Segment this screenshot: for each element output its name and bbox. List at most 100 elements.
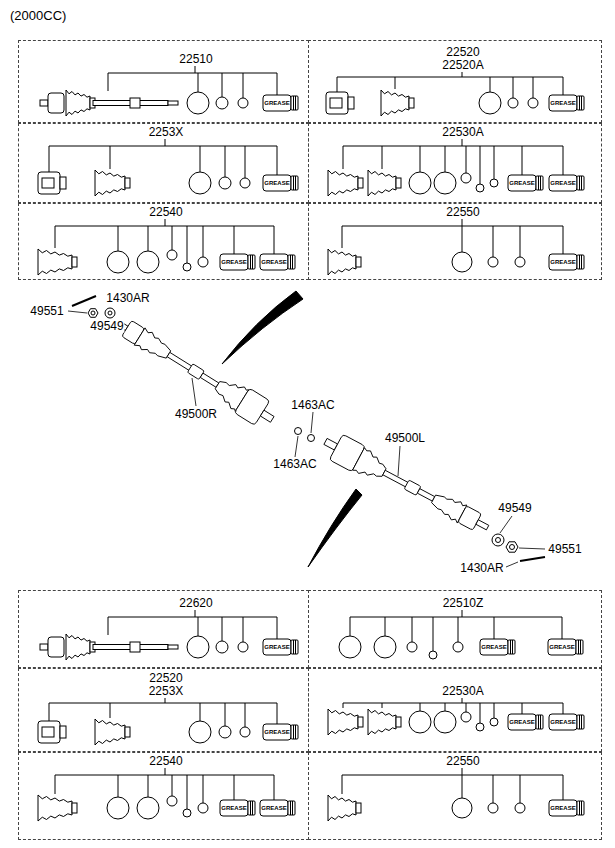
bracket-line [493, 226, 494, 257]
bracket-line [433, 617, 434, 651]
bracket-line [382, 703, 383, 708]
grease-label: GREASE [264, 180, 289, 187]
grease-tube [295, 176, 296, 190]
leader-lines [519, 548, 545, 549]
bracket-line [108, 617, 109, 635]
bracket-line [243, 73, 244, 98]
grease-tube [536, 715, 543, 729]
boot-part [328, 795, 356, 821]
bracket-line [148, 775, 149, 797]
kit-number: 22520 [446, 46, 479, 59]
ring-part [490, 179, 498, 187]
ring-part [216, 641, 228, 653]
bracket-line [108, 73, 277, 74]
kit-number: 22530A [442, 126, 483, 139]
boot-part [328, 249, 356, 275]
bracket-line [382, 146, 383, 169]
boot-part [396, 717, 401, 727]
bracket-line [490, 77, 491, 92]
boot-part [328, 709, 358, 735]
kit-panel: 22620 [18, 590, 309, 668]
bracket-line [462, 139, 463, 146]
joint-part [38, 721, 60, 743]
bracket-line [522, 703, 523, 714]
bracket-line [462, 698, 463, 703]
bracket-line [277, 146, 278, 175]
grease-tube [579, 255, 580, 269]
grease-tube [263, 724, 291, 740]
kit-panel: 22540 [18, 752, 309, 840]
shaft-part [168, 645, 178, 649]
bracket-line [172, 775, 173, 796]
boot-part [368, 170, 396, 196]
grease-tube [291, 640, 298, 654]
kit-number: 22550 [446, 755, 479, 768]
grease-tube [549, 254, 577, 270]
callout-number: 1430AR [105, 292, 150, 305]
kit-panel: 22510 [18, 40, 309, 123]
ring-part [476, 184, 484, 192]
ring-part [429, 651, 437, 659]
diagram-title: (2000CC) [10, 8, 66, 23]
shaft-part [130, 642, 140, 652]
kit-number: 22520 [149, 672, 182, 685]
bracket-line [165, 219, 166, 226]
grease-tube [548, 639, 576, 655]
bracket-line [55, 226, 56, 248]
bracket-line [187, 226, 188, 263]
hub-fasteners [308, 435, 315, 442]
grease-tube [293, 96, 294, 110]
callout-number: 49500R [174, 408, 218, 421]
grease-tube [549, 95, 577, 111]
grease-tube [579, 96, 580, 110]
boot-part [368, 709, 396, 735]
grease-tube [263, 175, 291, 191]
bracket-line [533, 77, 534, 98]
bracket-line [200, 703, 201, 721]
bracket-line [342, 226, 563, 227]
shaft-part [48, 637, 64, 657]
section-wedge [308, 489, 362, 567]
grease-tube [290, 255, 291, 269]
ring-part [476, 723, 484, 731]
ring-part [240, 727, 250, 737]
grease-tube [538, 715, 539, 729]
bracket-line [462, 610, 463, 617]
grease-tube [263, 639, 291, 655]
ring-part [238, 98, 248, 108]
grease-label: GREASE [550, 180, 575, 187]
grease-tube [549, 800, 577, 816]
hub-fasteners [520, 557, 545, 561]
joint-part [42, 178, 54, 188]
bracket-line [118, 226, 119, 251]
bracket-line [480, 703, 481, 723]
bracket-line [563, 775, 564, 800]
grease-tube [295, 96, 296, 110]
bracket-line [118, 775, 119, 797]
leader-lines [398, 446, 400, 476]
grease-tube [290, 801, 291, 815]
ring-part [434, 172, 456, 194]
ring-part [183, 809, 191, 817]
bracket-line [462, 219, 463, 226]
right-drive-shaft [260, 410, 274, 422]
ring-part [198, 803, 208, 813]
bracket-line [343, 703, 344, 708]
shaft-part [40, 644, 48, 650]
grease-tube [288, 801, 295, 815]
bracket-line [513, 77, 514, 98]
grease-tube [292, 801, 293, 815]
shaft-part [48, 93, 64, 113]
leader-lines [500, 516, 512, 533]
bracket-line [343, 146, 344, 169]
kit-panel: 22530A [308, 668, 602, 752]
ring-part [240, 178, 250, 188]
ring-part [453, 642, 463, 652]
ring-part [167, 796, 177, 806]
ring-part [374, 636, 396, 658]
leader-lines [506, 562, 518, 567]
grease-tube [291, 176, 298, 190]
bracket-line [198, 73, 199, 92]
ring-part [183, 263, 191, 271]
callout-number: 1463AC [290, 399, 335, 412]
